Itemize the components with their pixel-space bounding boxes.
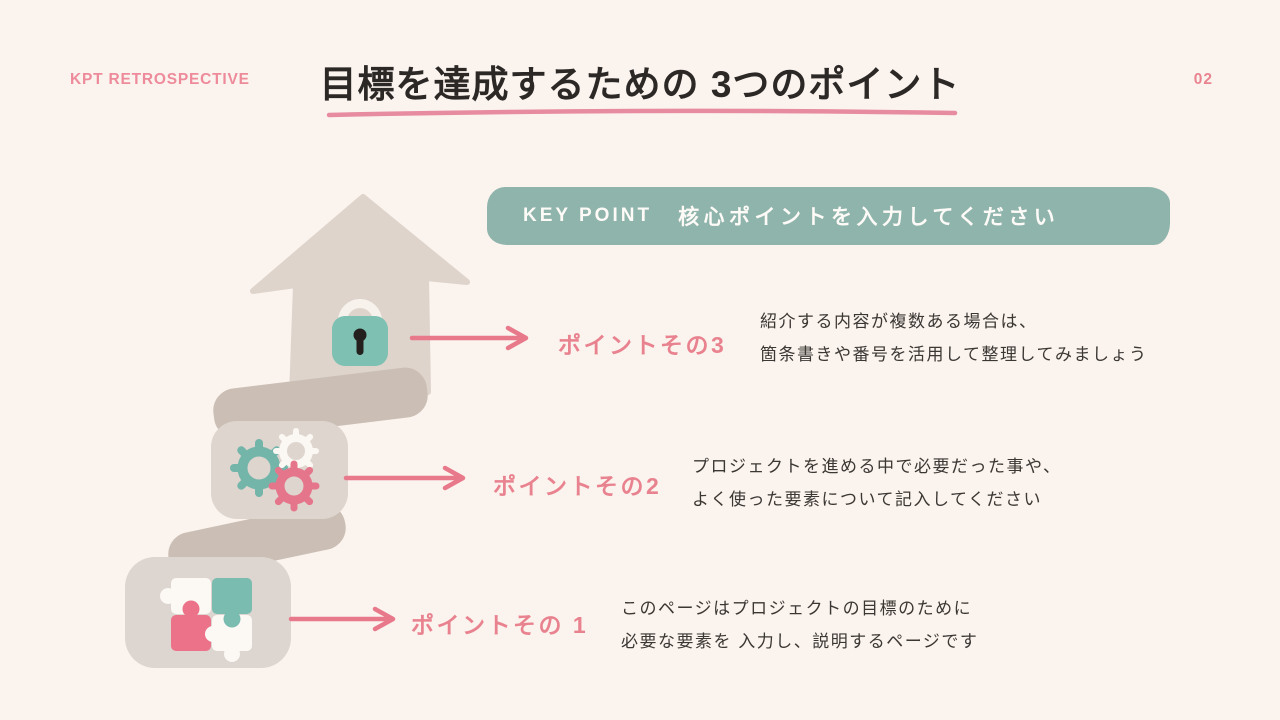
title-underline (326, 108, 958, 118)
gears-icon (230, 428, 320, 512)
arrow-right-icon (288, 606, 396, 632)
point-1-description: このページはプロジェクトの目標のために 必要な要素を 入力し、説明するページです (621, 592, 978, 658)
description-line: 必要な要素を 入力し、説明するページです (621, 632, 979, 651)
key-point-banner: KEY POINT 核心ポイントを入力してください (487, 187, 1170, 245)
point-2-description: プロジェクトを進める中で必要だった事や、 よく使った要素について記入してください (692, 450, 1062, 516)
up-arrow-shape (250, 194, 470, 399)
lock-icon (332, 299, 388, 366)
key-point-placeholder-text: 核心ポイントを入力してください (678, 206, 1060, 229)
page-number: 02 (1193, 71, 1213, 88)
staircase-illustration (125, 194, 470, 668)
arrow-right-icon (343, 465, 466, 491)
arrow-right-icon (409, 325, 529, 351)
key-point-tag: KEY POINT (523, 205, 653, 226)
point-1-label: ポイントその 1 (411, 612, 589, 638)
page-title: 目標を達成するための 3つのポイント (319, 64, 961, 105)
description-line: よく使った要素について記入してください (692, 490, 1042, 509)
description-line: このページはプロジェクトの目標のために (621, 599, 973, 618)
point-2-label: ポイントその2 (493, 473, 662, 499)
eyebrow-label: KPT RETROSPECTIVE (70, 71, 250, 88)
description-line: 紹介する内容が複数ある場合は、 (760, 312, 1038, 331)
description-line: 箇条書きや番号を活用して整理してみましょう (760, 345, 1148, 364)
description-line: プロジェクトを進める中で必要だった事や、 (692, 457, 1062, 476)
puzzle-icon (160, 578, 252, 662)
point-3-description: 紹介する内容が複数ある場合は、 箇条書きや番号を活用して整理してみましょう (760, 305, 1147, 371)
point-3-label: ポイントその3 (558, 332, 727, 358)
upper-ramp (213, 367, 428, 439)
